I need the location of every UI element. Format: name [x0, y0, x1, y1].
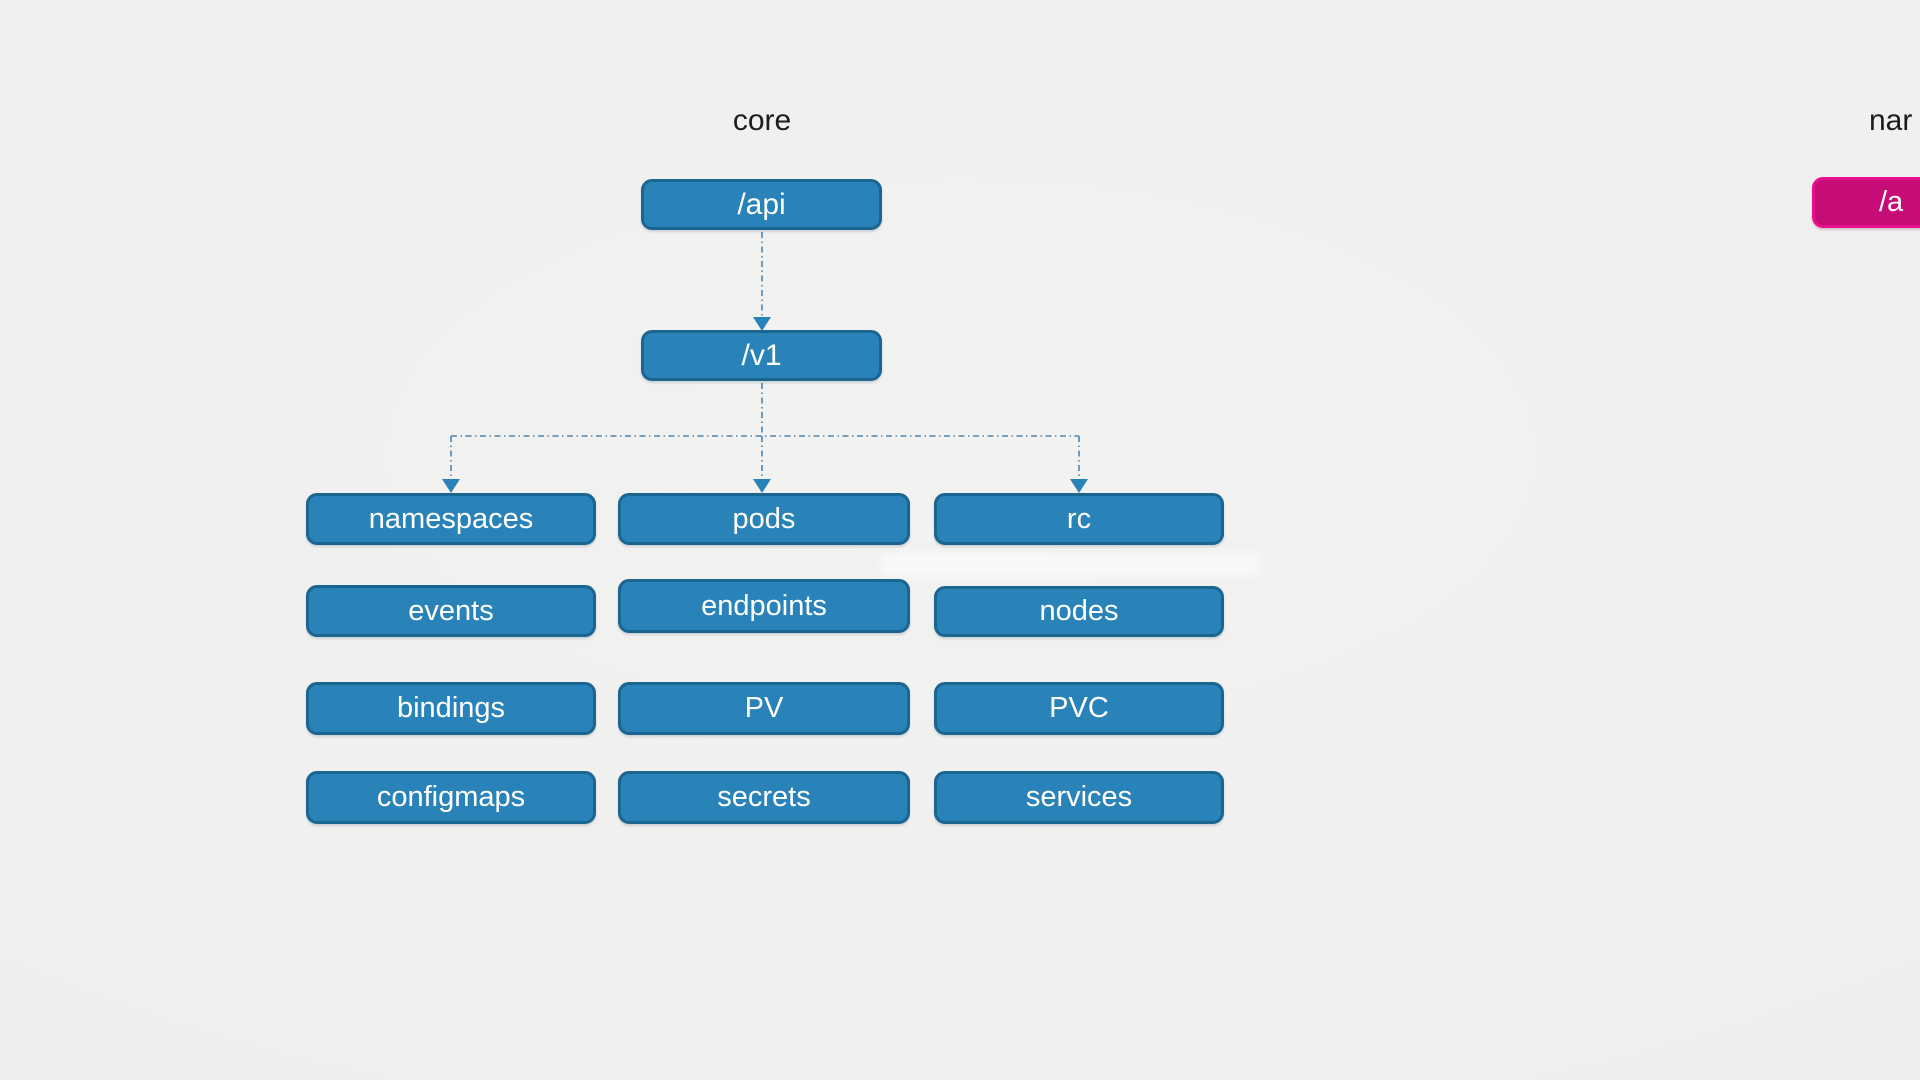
node-services: services	[934, 771, 1224, 824]
node-pods: pods	[618, 493, 910, 545]
core-tree-title: core	[732, 104, 792, 137]
node-namespaces: namespaces	[306, 493, 596, 545]
node-bindings: bindings	[306, 682, 596, 735]
named-tree-title-clipped: nar	[1869, 104, 1913, 137]
node-pvc: PVC	[934, 682, 1224, 735]
node-secrets: secrets	[618, 771, 910, 824]
node-apis-clipped: /a	[1812, 177, 1920, 228]
node-configmaps: configmaps	[306, 771, 596, 824]
node-api: /api	[641, 179, 882, 230]
node-rc: rc	[934, 493, 1224, 545]
arrowhead-down-icon	[1070, 479, 1088, 493]
arrowhead-down-icon	[753, 479, 771, 493]
node-nodes: nodes	[934, 586, 1224, 637]
node-pv: PV	[618, 682, 910, 735]
arrowhead-down-icon	[442, 479, 460, 493]
node-v1: /v1	[641, 330, 882, 381]
node-events: events	[306, 585, 596, 637]
background-highlight-artifact	[880, 552, 1260, 577]
arrowhead-down-icon	[753, 317, 771, 331]
node-endpoints: endpoints	[618, 579, 910, 633]
